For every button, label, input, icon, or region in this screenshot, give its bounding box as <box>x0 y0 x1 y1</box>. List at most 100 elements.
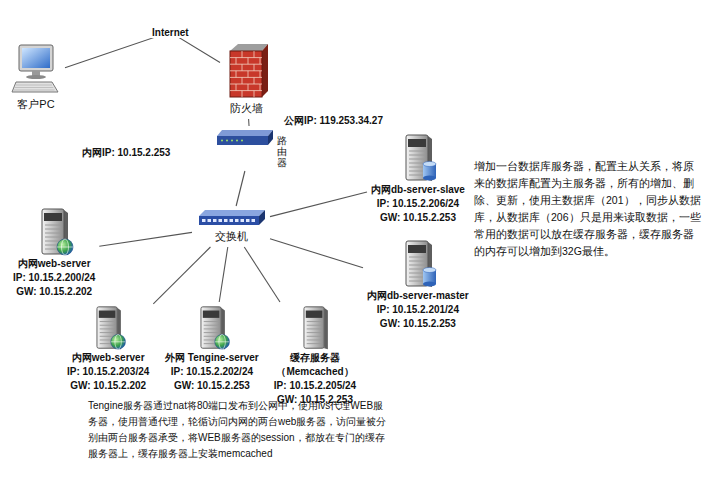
firewall: 防火墙 <box>222 40 270 117</box>
node-address: IP: 10.15.2.203/24 <box>67 365 149 379</box>
node-title: 内网web-server <box>18 257 91 271</box>
brick-joint <box>230 90 262 91</box>
network-link <box>65 32 220 68</box>
network-link <box>219 247 228 302</box>
server-slot <box>409 257 425 258</box>
keyboard-row <box>15 87 54 88</box>
server-slot <box>45 233 61 234</box>
brick-joint <box>254 51 255 58</box>
note-text: Tengine服务器通过nat将80端口发布到公网中，使用lvs代理WEB服务器… <box>88 398 388 462</box>
web-globe <box>57 239 73 255</box>
node-address: GW: 10.15.2.253 <box>380 317 456 331</box>
node-address: IP: 10.15.2.206/24 <box>377 197 459 211</box>
switch-port <box>241 219 245 222</box>
db-cylinder-top <box>423 162 436 167</box>
server-body <box>304 307 324 348</box>
server-slot <box>204 336 219 337</box>
server-panel <box>408 139 426 147</box>
router-light <box>221 140 223 142</box>
firewall-wall <box>230 51 262 97</box>
brick-joint <box>254 91 255 98</box>
brick-joint <box>260 71 261 78</box>
server-slot <box>409 159 425 160</box>
server-slot <box>204 332 219 333</box>
server-slot <box>307 325 322 326</box>
server-slot <box>409 167 425 168</box>
firewall-top <box>230 44 268 51</box>
brick-joint <box>248 84 249 91</box>
switch-port <box>230 219 234 222</box>
monitor-frame <box>19 45 53 71</box>
internal-ip-label: 内网IP: 10.15.2.253 <box>82 146 170 160</box>
server-slot <box>409 277 425 278</box>
node-title: 外网 Tengine-server <box>165 351 259 365</box>
web-icon <box>191 305 233 351</box>
brick-joint <box>248 71 249 78</box>
server-slot <box>204 325 219 326</box>
network-link <box>270 239 363 268</box>
router-top <box>217 130 273 136</box>
brick-joint <box>254 64 255 71</box>
switch-icon <box>196 209 266 227</box>
server-slot <box>45 241 61 242</box>
node-title: 路由器 <box>277 135 287 168</box>
brick-joint <box>236 71 237 78</box>
node-address: IP: 10.15.2.200/24 <box>13 271 95 285</box>
public-ip-label: 公网IP: 119.253.34.27 <box>284 114 383 128</box>
web-globe <box>215 334 230 349</box>
server-side <box>324 308 328 349</box>
keyboard-row <box>13 90 54 91</box>
node-address: GW: 10.15.2.253 <box>174 379 250 393</box>
server-slot <box>204 321 219 322</box>
brick-joint <box>230 84 262 85</box>
keyboard <box>12 82 58 92</box>
switch-port <box>235 219 239 222</box>
router-side <box>268 130 273 145</box>
server-slot <box>45 237 61 238</box>
keyboard-row <box>16 85 52 86</box>
server-slot <box>409 265 425 266</box>
client-pc: 客户PC <box>9 42 63 113</box>
brick-joint <box>242 77 243 84</box>
web-globe <box>111 334 126 349</box>
server-slot <box>409 261 425 262</box>
node-address: GW: 10.15.2.253 <box>380 211 456 225</box>
network-link <box>248 119 250 126</box>
server-panel <box>306 311 323 318</box>
brick-joint <box>236 58 237 65</box>
server-slot <box>45 225 61 226</box>
server-slot <box>307 321 322 322</box>
server-slot <box>45 229 61 230</box>
db-server: 内网db-server-slaveIP: 10.15.2.206/24GW: 1… <box>369 132 467 226</box>
switch-top <box>199 210 265 216</box>
switch-port <box>246 219 250 222</box>
node-address: IP: 10.15.2.201/24 <box>377 303 459 317</box>
brick-joint <box>230 64 262 65</box>
db-icon <box>397 133 439 183</box>
brick-joint <box>230 57 262 58</box>
monitor-screen <box>22 48 50 68</box>
server-slot <box>409 175 425 176</box>
server-slot <box>100 321 115 322</box>
cache-server: 缓存服务器 （Memcached）IP: 10.15.2.205/24GW: 1… <box>269 304 361 408</box>
globe-equator <box>57 247 73 248</box>
network-link <box>153 247 210 304</box>
server-slot <box>409 163 425 164</box>
server-slot <box>100 328 115 329</box>
pc-icon <box>11 43 61 95</box>
server-slot <box>204 328 219 329</box>
server-slot <box>100 336 115 337</box>
node-title: 内网db-server-master <box>367 289 469 303</box>
brick-joint <box>236 84 237 91</box>
server-slot <box>409 171 425 172</box>
db-icon <box>397 239 439 289</box>
server-slot <box>409 151 425 152</box>
router-light <box>241 140 243 142</box>
edge-label: Internet <box>150 27 191 38</box>
switch-port <box>208 219 212 222</box>
switch-port <box>213 219 217 222</box>
brick-joint <box>230 70 262 71</box>
server-panel <box>408 245 426 253</box>
network-link <box>244 247 280 302</box>
